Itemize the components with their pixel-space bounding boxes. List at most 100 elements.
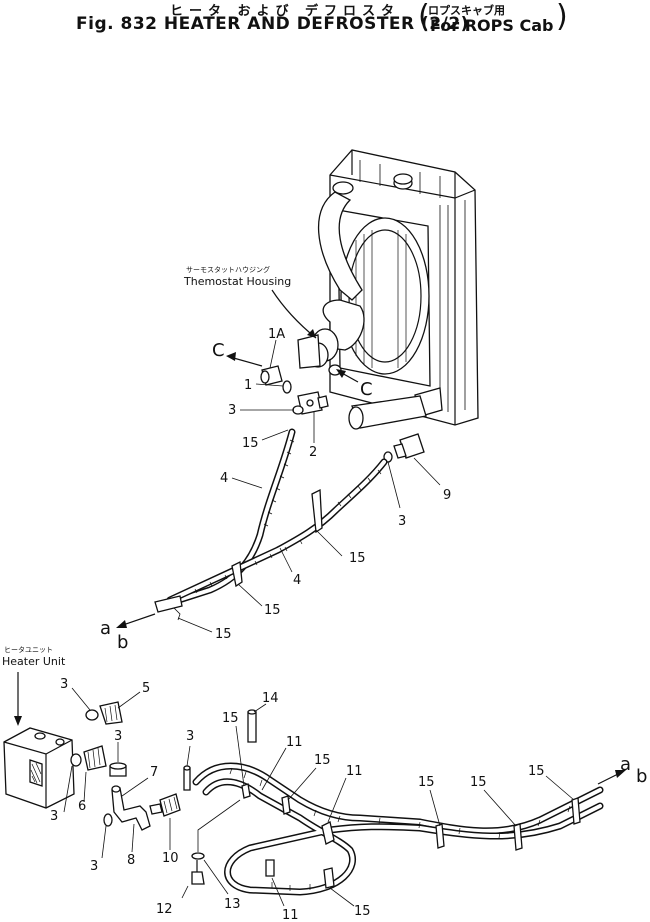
leader-3-b4 — [186, 745, 191, 767]
subtitle-japanese: ロプスキャブ用 — [428, 4, 505, 17]
part-label-15-low1: 15 — [264, 603, 281, 618]
leader-15-upper — [261, 429, 289, 441]
heater-unit-illustration — [3, 727, 75, 809]
washer-13 — [191, 852, 205, 860]
fitting-1a — [260, 365, 283, 386]
heater-hose-11 — [192, 762, 604, 896]
thermostat-leader-arrowhead — [307, 329, 316, 338]
part-label-3-hu: 3 — [60, 677, 68, 692]
part-label-1: 1 — [244, 378, 252, 393]
ab-left-arrowhead — [116, 620, 127, 628]
arrow-label-b-left: b — [117, 632, 128, 653]
leader-15-mid — [315, 529, 343, 557]
leader-12 — [181, 885, 189, 899]
leader-14 — [253, 703, 267, 713]
leader-11-bottom — [271, 877, 285, 907]
leader-3-hu — [71, 687, 91, 711]
part-label-3-b4: 3 — [186, 729, 194, 744]
leader-8 — [131, 823, 135, 853]
leader-6 — [83, 771, 87, 803]
leader-3-mid — [387, 461, 401, 509]
part-label-15-b5: 15 — [528, 764, 545, 779]
leader-washer-mount — [197, 799, 241, 852]
leader-9 — [413, 457, 441, 486]
clamp-15-b5-shape — [571, 797, 581, 825]
leader-5 — [117, 691, 141, 709]
part-label-7: 7 — [150, 765, 158, 780]
part-label-4-left: 4 — [220, 471, 228, 486]
c-left-arrowhead — [226, 352, 236, 361]
clamp-15-bottom-shape — [323, 867, 335, 889]
clamp-15-b2-shape — [281, 795, 291, 815]
part-label-4-mid: 4 — [293, 573, 301, 588]
part-label-6: 6 — [78, 799, 86, 814]
part-label-11-b2: 11 — [346, 764, 363, 779]
page-title: Fig. 832 HEATER AND DEFROSTER (2/2) — [76, 14, 469, 34]
arrow-label-c-left: C — [212, 340, 225, 361]
part-label-1a: 1A — [268, 327, 285, 342]
leader-11-b1 — [261, 747, 287, 791]
clamp-3-upper — [292, 405, 304, 415]
clamp-3-b3 — [103, 813, 113, 827]
leader-4-left — [231, 477, 263, 489]
leader-15-low2 — [177, 617, 213, 633]
arrow-label-b-right: b — [636, 766, 647, 787]
clamp-15-b1-shape — [241, 783, 251, 799]
heater-unit-label-jp: ヒータユニット — [4, 645, 53, 654]
clamp-15-b4-shape — [513, 823, 523, 851]
leader-1 — [255, 383, 284, 387]
hose-5 — [85, 701, 123, 725]
leader-15-bottom — [329, 887, 355, 907]
valve-10 — [149, 793, 181, 817]
arrow-label-a-left: a — [100, 618, 111, 639]
heater-hose-4 — [156, 428, 388, 610]
gasket-1 — [282, 380, 292, 394]
hose-6 — [70, 745, 107, 771]
leader-13 — [203, 859, 229, 895]
part-label-15-mid: 15 — [349, 551, 366, 566]
part-label-15-b2: 15 — [314, 753, 331, 768]
upper-radiator-hose — [297, 181, 365, 376]
part-label-13: 13 — [224, 897, 241, 912]
part-label-5: 5 — [142, 681, 150, 696]
c-right-arrowhead — [336, 369, 346, 378]
close-paren-glyph: ) — [556, 0, 568, 34]
hose-end-bracket — [154, 595, 183, 613]
part-label-14: 14 — [262, 691, 279, 706]
leader-11-b2 — [327, 777, 347, 823]
fitting-14 — [247, 709, 257, 743]
part-label-10: 10 — [162, 851, 179, 866]
arrow-label-c-right: C — [360, 379, 373, 400]
thermostat-housing-label: Themostat Housing — [183, 275, 291, 288]
bolt-12 — [191, 860, 205, 885]
title-japanese: ヒータ および デフロスタ — [170, 4, 401, 19]
leader-7 — [121, 777, 149, 797]
part-label-15-low2: 15 — [215, 627, 232, 642]
part-label-3-upper: 3 — [228, 403, 236, 418]
leader-3-b1 — [63, 765, 73, 813]
page-subtitle: For ROPS Cab — [430, 16, 554, 35]
ab-right-arrowhead — [615, 770, 626, 778]
leader-15-b5 — [545, 775, 575, 801]
part-label-11-bottom: 11 — [282, 908, 299, 922]
part-label-15-b1: 15 — [222, 711, 239, 726]
clamp-11-bottom-shape — [265, 859, 275, 877]
part-label-15-bottom: 15 — [354, 904, 371, 919]
leader-15-low1 — [237, 583, 263, 607]
part-label-3-b1: 3 — [50, 809, 58, 824]
part-label-3-b2: 3 — [114, 729, 122, 744]
leader-3-b3 — [101, 825, 107, 859]
fitting-9 — [393, 433, 425, 459]
clamp-11-b2-shape — [321, 821, 335, 845]
part-label-2: 2 — [309, 445, 317, 460]
part-label-12: 12 — [156, 902, 173, 917]
part-label-8: 8 — [127, 853, 135, 868]
open-paren-glyph: ( — [418, 0, 430, 34]
clamp-15-b3-shape — [435, 823, 445, 849]
leader-1a — [269, 339, 277, 369]
heater-unit-leader-arrowhead — [14, 716, 22, 726]
part-label-3-b3: 3 — [90, 859, 98, 874]
part-label-11-b1: 11 — [286, 735, 303, 750]
thermostat-housing-label-jp: サーモスタットハウジング — [186, 265, 270, 274]
valve-2 — [297, 391, 329, 415]
